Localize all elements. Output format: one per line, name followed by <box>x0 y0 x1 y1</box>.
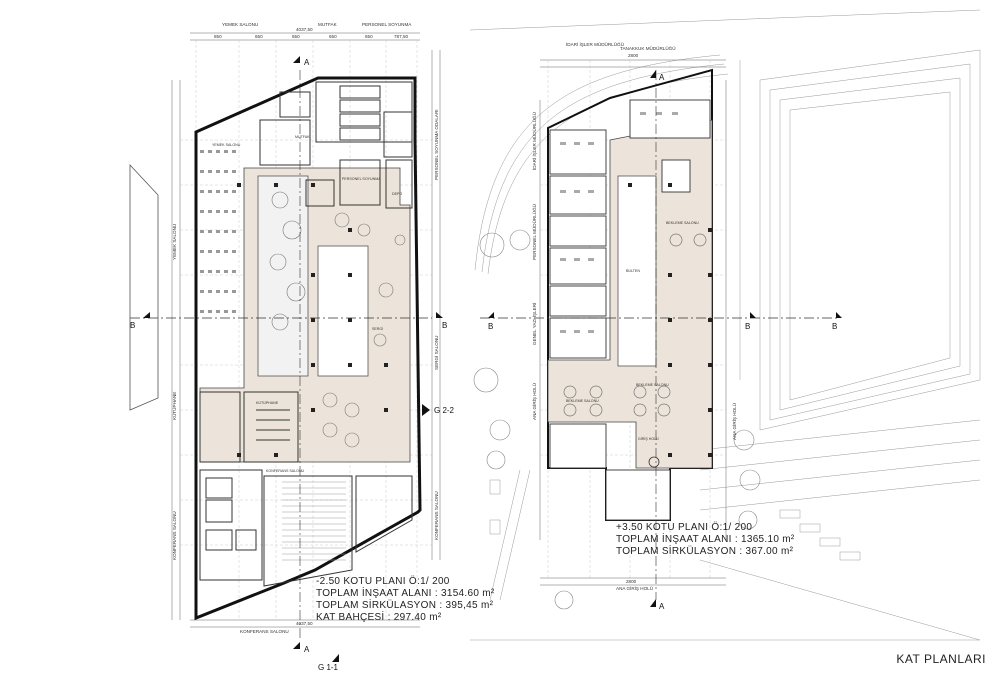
left-exhibit-objects <box>269 191 406 448</box>
left-bottom-label: KONFERANS SALONU <box>240 629 289 634</box>
left-info-line-4: KAT BAHÇESİ : 297.40 m² <box>316 612 442 623</box>
left-info-line-2: TOPLAM İNŞAAT ALANI : 3154.60 m² <box>316 588 495 599</box>
right-dimension-lines <box>539 59 727 586</box>
left-room-kitchen: MUTFAK <box>295 135 310 139</box>
right-room-entry-hall: GİRİŞ HOLÜ <box>638 436 659 441</box>
left-top-dim-2: 650 <box>255 34 263 39</box>
right-plan-info: +3.50 KOTU PLANI Ö:1/ 200 TOPLAM İNŞAAT … <box>616 522 795 558</box>
left-top-dim-5: 650 <box>365 34 373 39</box>
right-left-label-1: İDARİ İŞLER MÜDÜRLÜĞÜ <box>531 112 537 170</box>
left-plan-labels: YEMEK SALONU MUTFAK PERSONEL SOYUNMA 850… <box>171 22 439 634</box>
left-room-exhibit: SERGİ <box>372 326 383 331</box>
right-floor-plan: İDARİ İŞLER MÜDÜRLÜĞÜ TANAKKUK MÜDÜRLÜĞÜ… <box>469 9 981 641</box>
left-total-dim-top: 4037,50 <box>296 27 313 32</box>
right-site-trees <box>473 229 761 610</box>
left-section-b-left: B <box>130 321 135 330</box>
left-top-label-3: PERSONEL SOYUNMA <box>362 22 412 27</box>
left-section-g11: G 1-1 <box>318 663 339 672</box>
right-bottom-label: ANA GİRİŞ HOLÜ <box>616 585 653 591</box>
right-waiting-seats <box>563 233 707 417</box>
right-office-rooms <box>549 99 711 521</box>
sheet-title: KAT PLANLARI <box>896 652 986 666</box>
left-room-conference: KONFERANS SALONU <box>266 469 305 473</box>
left-room-depot: DEPO <box>392 192 402 196</box>
left-top-dim-3: 650 <box>292 34 300 39</box>
left-section-letters: A A B B G 2-2 G 1-1 <box>130 58 455 672</box>
left-section-a-top: A <box>304 58 310 67</box>
left-room-library: KÜTÜPHANE <box>256 401 279 405</box>
left-top-dim-1: 850 <box>214 34 222 39</box>
right-top-label-2: TANAKKUK MÜDÜRLÜĞÜ <box>620 45 676 51</box>
left-top-label-1: YEMEK SALONU <box>222 22 258 27</box>
right-room-waiting-2: BEKLEME SALONU <box>566 399 599 403</box>
right-section-a-top: A <box>659 73 665 82</box>
right-void <box>617 175 657 367</box>
right-section-a-bottom: A <box>659 602 665 611</box>
right-site-contours <box>469 9 981 641</box>
left-info-line-3: TOPLAM SİRKÜLASYON : 395,45 m² <box>316 600 494 611</box>
left-light-well-2 <box>317 245 369 377</box>
right-info-line-1: +3.50 KOTU PLANI Ö:1/ 200 <box>616 522 753 533</box>
right-info-line-3: TOPLAM SİRKÜLASYON : 367.00 m² <box>616 546 794 557</box>
right-right-label-1: ANA GİRİŞ HOLÜ <box>731 403 737 440</box>
right-section-letters: A A B B B <box>488 73 837 611</box>
right-room-bulletin: BÜLTEN <box>626 269 640 273</box>
left-plan-info: -2.50 KOTU PLANI Ö:1/ 200 TOPLAM İNŞAAT … <box>316 576 495 624</box>
right-section-markers <box>488 70 842 607</box>
left-side-label-1: YEMEK SALONU <box>172 224 177 260</box>
left-floor-plan: YEMEK SALONU MUTFAK PERSONEL SOYUNMA 850… <box>129 22 455 672</box>
right-structural-columns <box>628 183 712 457</box>
right-section-b-1: B <box>488 322 493 331</box>
left-top-dim-4: 650 <box>329 34 337 39</box>
left-top-dim-6: 787,50 <box>394 34 408 39</box>
right-desks <box>560 112 678 333</box>
left-dining-tables <box>200 150 236 313</box>
left-auditorium-seating <box>282 481 346 561</box>
left-light-well-1 <box>257 175 309 377</box>
right-side-label-3: KONFERANS SALONU <box>434 491 439 540</box>
left-section-g22: G 2-2 <box>434 406 455 415</box>
right-top-label-1: İDARİ İŞLER MÜDÜRLÜĞÜ <box>566 41 624 47</box>
right-room-waiting-3: BEKLEME SALONU <box>636 383 669 387</box>
left-building-outline <box>194 76 422 621</box>
right-side-label-1: PERSONEL SOYUNMA ODALARI <box>434 109 439 180</box>
left-info-line-1: -2.50 KOTU PLANI Ö:1/ 200 <box>316 576 450 587</box>
left-library-rooms <box>199 391 299 463</box>
right-info-line-2: TOPLAM İNŞAAT ALANI : 1365.10 m² <box>616 534 795 545</box>
right-bottom-dim: 2800 <box>626 579 637 584</box>
right-plan-labels: İDARİ İŞLER MÜDÜRLÜĞÜ TANAKKUK MÜDÜRLÜĞÜ… <box>531 41 737 591</box>
left-room-dining: YEMEK SALONU <box>212 143 241 147</box>
left-side-label-2: KÜTÜPHANE <box>171 392 177 420</box>
right-left-label-4: ANA GİRİŞ HOLÜ <box>531 383 537 420</box>
left-section-markers <box>143 56 443 662</box>
left-ramp <box>129 163 159 411</box>
left-side-label-3: KONFERANS SALONU <box>172 511 177 560</box>
left-upper-rooms <box>259 81 413 209</box>
right-side-label-2: SERGİ SALONU <box>433 336 439 370</box>
right-top-dim: 2800 <box>628 53 639 58</box>
left-total-dim-bottom: 4037,50 <box>296 621 313 626</box>
right-entrance-marker <box>648 456 660 468</box>
left-conference-hall <box>199 469 413 587</box>
right-left-label-2: PERSONEL MÜDÜRLÜĞÜ <box>531 204 537 260</box>
right-void-2 <box>658 200 708 248</box>
right-left-label-3: GENEL YAZI İŞLERİ <box>531 303 537 345</box>
left-room-staff: PERSONEL SOYUNMA <box>342 177 381 181</box>
left-dimension-lines <box>171 32 441 628</box>
right-section-b-3: B <box>832 322 837 331</box>
right-room-waiting-1: BEKLEME SALONU <box>666 221 699 225</box>
right-section-b-2: B <box>745 322 750 331</box>
left-section-a-bottom: A <box>304 645 310 654</box>
left-section-b-right: B <box>442 321 447 330</box>
left-structural-columns <box>237 183 388 457</box>
right-parking <box>489 479 861 561</box>
left-top-label-2: MUTFAK <box>318 22 338 27</box>
